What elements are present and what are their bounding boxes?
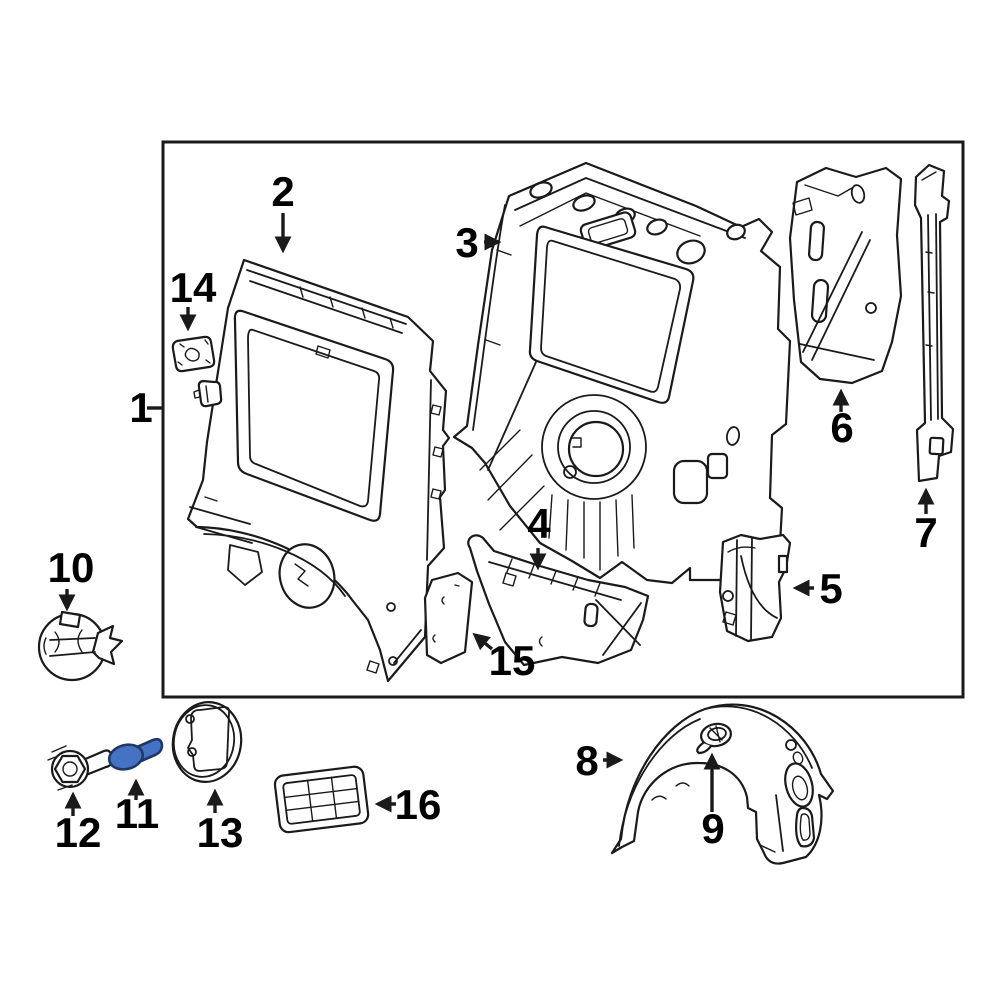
- callout-3-label: 3: [455, 219, 478, 266]
- callout-13-label: 13: [197, 809, 244, 856]
- callout-5-label: 5: [819, 565, 842, 612]
- callout-9-label: 9: [701, 805, 724, 852]
- wheelhouse-liner-drawing: [610, 703, 835, 865]
- callout-13: 13: [197, 788, 244, 856]
- callout-2: 2: [271, 168, 295, 254]
- callout-16-label: 16: [395, 781, 442, 828]
- callout-12: 12: [55, 791, 102, 856]
- oval-plate-drawing: [171, 701, 243, 783]
- clip-retainers-drawing: [171, 335, 223, 408]
- callout-2-label: 2: [271, 168, 294, 215]
- push-pin-drawing: [696, 722, 732, 755]
- callout-5: 5: [792, 565, 843, 612]
- callout-9: 9: [701, 752, 725, 852]
- callout-14-label: 14: [170, 264, 217, 311]
- callout-10: 10: [48, 544, 95, 612]
- corner-bracket-drawing: [718, 533, 792, 643]
- callout-7-label: 7: [914, 509, 937, 556]
- callout-11-label: 11: [115, 790, 159, 837]
- callout-3: 3: [455, 219, 502, 266]
- filler-panel-drawing: [423, 571, 474, 665]
- callout-4-label: 4: [527, 500, 551, 547]
- quarter-panel-outer-drawing: [186, 258, 451, 683]
- callout-1: 1: [129, 384, 162, 431]
- callout-11: 11: [115, 778, 159, 837]
- callout-15-arrow: [472, 632, 494, 651]
- callout-1-label: 1: [129, 384, 152, 431]
- callout-6-label: 6: [830, 404, 853, 451]
- callout-8: 8: [575, 737, 624, 784]
- callout-16: 16: [374, 781, 442, 828]
- callouts: 1 2 3 4 5 6 7 8: [48, 168, 938, 856]
- callout-10-label: 10: [48, 544, 95, 591]
- vent-grille-drawing: [273, 765, 370, 834]
- callout-6: 6: [830, 388, 854, 451]
- rear-pillar-drawing: [913, 163, 955, 483]
- callout-4: 4: [527, 500, 551, 571]
- callout-7: 7: [914, 487, 938, 556]
- hex-bolt-drawing: [47, 745, 114, 791]
- callout-14: 14: [170, 264, 217, 332]
- callout-15: 15: [472, 632, 536, 684]
- callout-12-label: 12: [55, 809, 102, 856]
- quarter-panel-inner-drawing: [452, 161, 792, 585]
- fuel-filler-pocket-drawing: [37, 610, 124, 682]
- diagram-border-box: [161, 140, 965, 699]
- clip-highlighted-drawing: [107, 737, 164, 771]
- pillar-reinforcement-drawing: [788, 166, 903, 385]
- callout-8-label: 8: [575, 737, 598, 784]
- callout-15-label: 15: [489, 637, 536, 684]
